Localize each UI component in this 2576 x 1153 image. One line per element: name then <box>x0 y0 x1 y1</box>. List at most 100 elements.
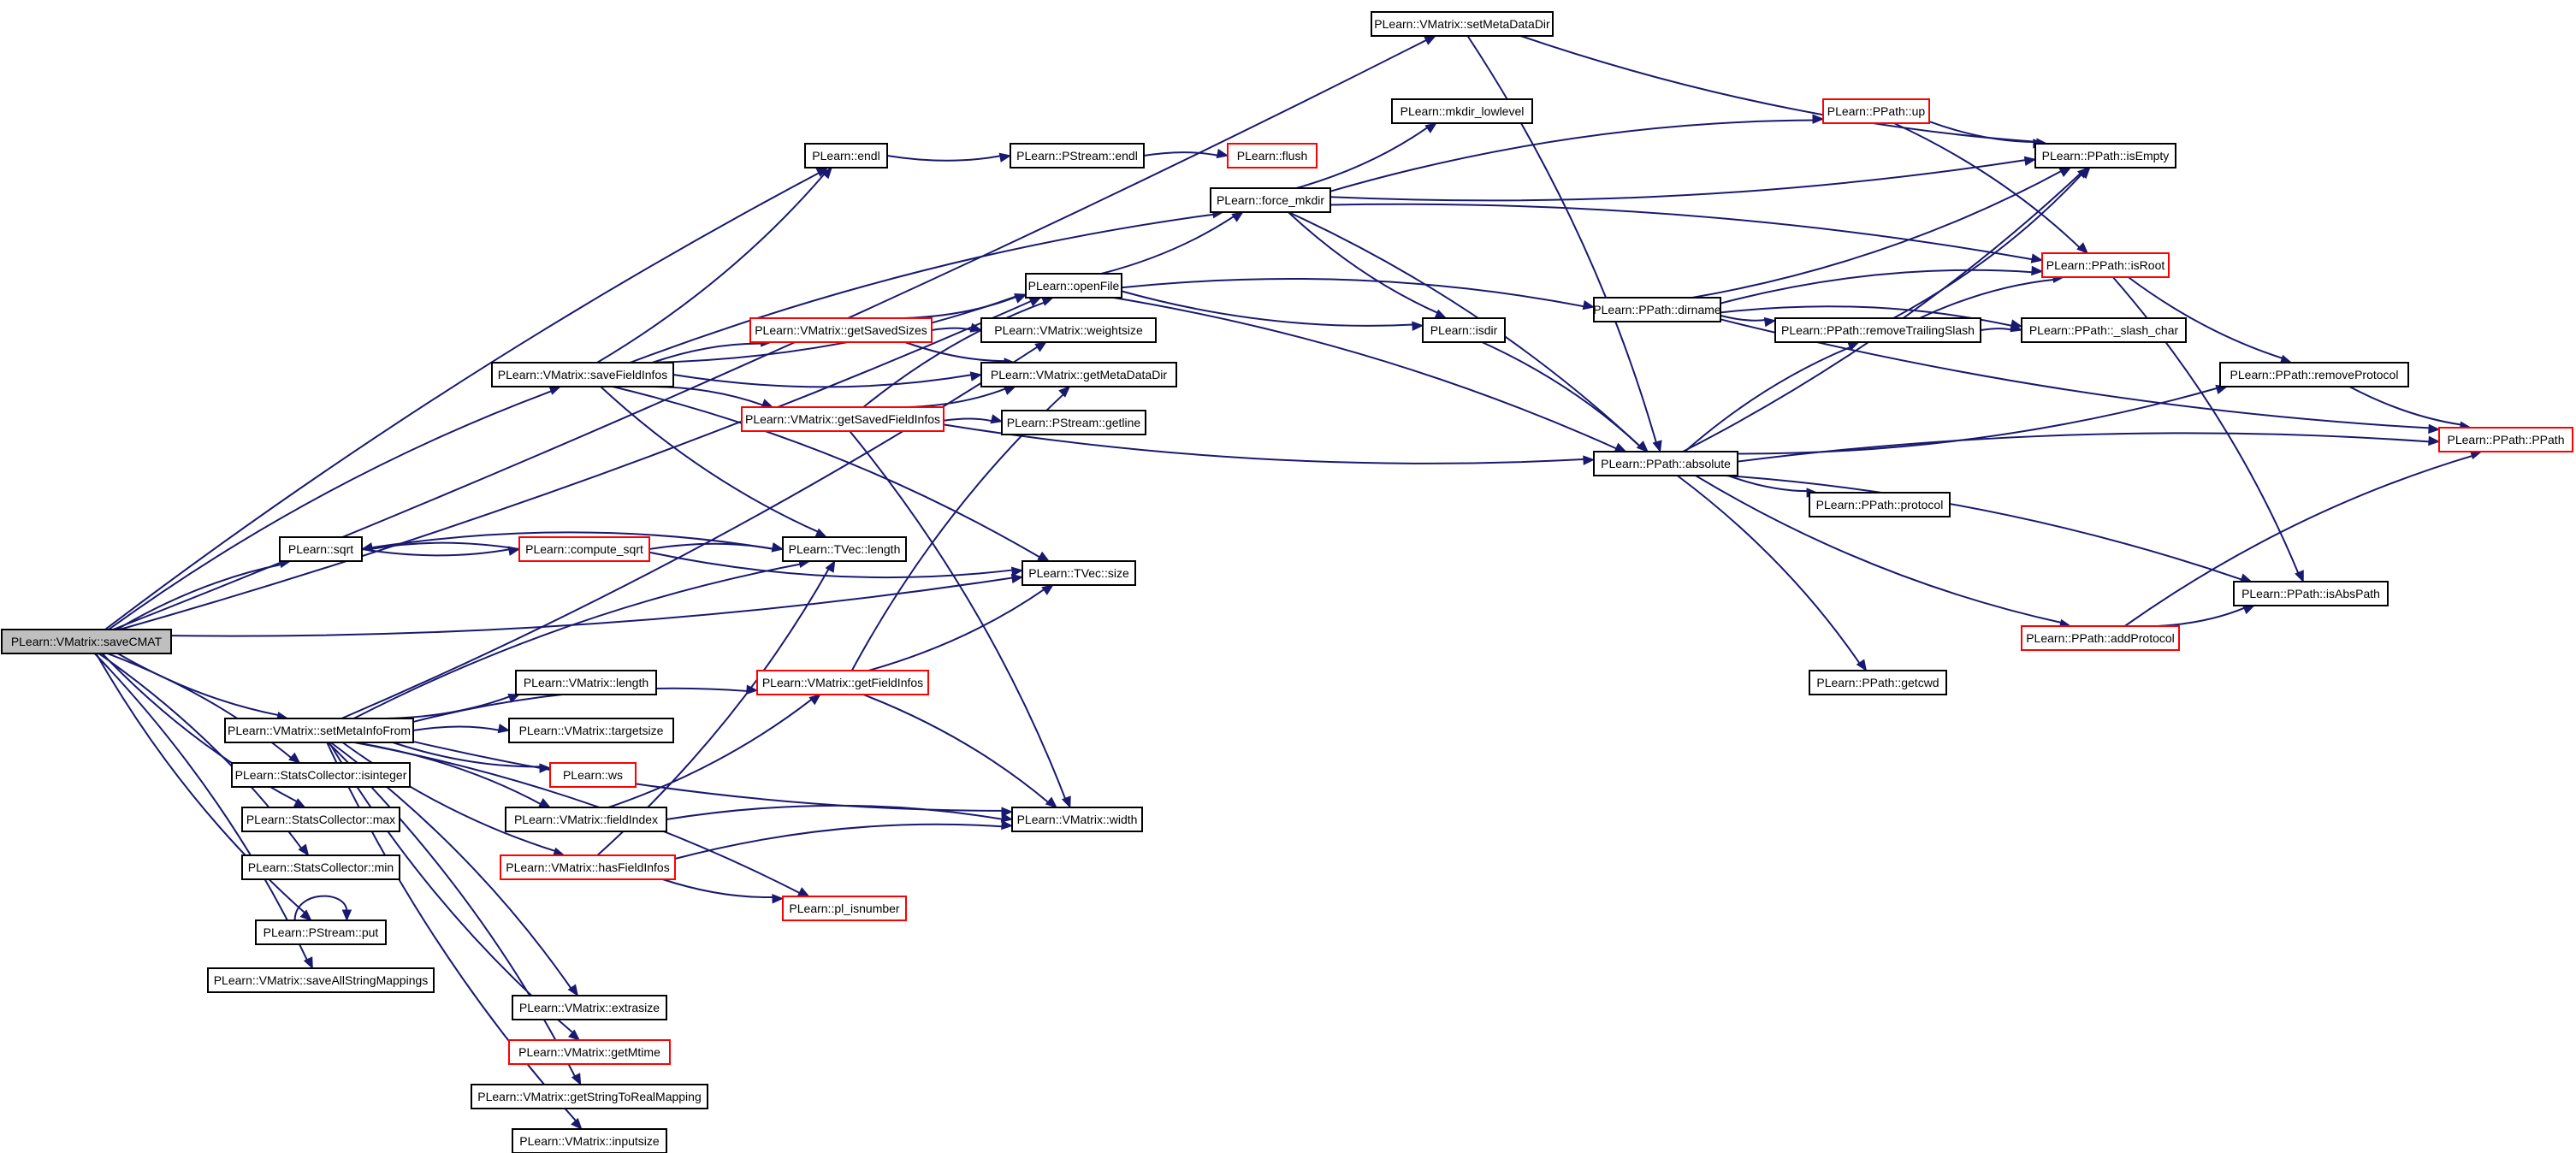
node-ppath[interactable]: PLearn::PPath::PPath <box>2438 427 2573 452</box>
edge-saveCMAT-to-tvec_size <box>170 576 1015 637</box>
node-box <box>508 1039 671 1065</box>
edge-saveFieldInfos-to-getSavedFieldInfos <box>652 386 765 407</box>
node-weightsize[interactable]: PLearn::VMatrix::weightsize <box>980 317 1157 343</box>
edge-absolute-to-addProtocol <box>1695 475 2064 624</box>
node-box <box>741 406 945 432</box>
node-label: PLearn::PPath::removeTrailingSlash <box>1781 323 1975 337</box>
node-up[interactable]: PLearn::PPath::up <box>1822 98 1930 124</box>
edge-openFile-to-dirname <box>1121 278 1586 308</box>
arrowhead-setMetaInfoFrom-to-targetsize <box>497 723 511 734</box>
node-hasFieldInfos[interactable]: PLearn::VMatrix::hasFieldInfos <box>500 854 676 880</box>
edge-saveCMAT-to-setMetaInfoFrom <box>117 653 281 717</box>
arrowhead-setMetaInfoFrom-to-getStringToRealMapping <box>571 1073 582 1086</box>
node-box <box>1010 143 1145 169</box>
edge-fieldIndex-to-getFieldInfos <box>607 697 814 808</box>
node-flush[interactable]: PLearn::flush <box>1227 143 1318 169</box>
node-extrasize[interactable]: PLearn::VMatrix::extrasize <box>512 995 667 1020</box>
arrowhead-setMetaInfoFrom-to-pl_isnumber <box>796 887 810 897</box>
node-getSavedSizes[interactable]: PLearn::VMatrix::getSavedSizes <box>749 317 933 343</box>
node-label: PLearn::VMatrix::saveFieldInfos <box>498 368 667 381</box>
node-sc_min[interactable]: PLearn::StatsCollector::min <box>241 854 400 880</box>
node-addProtocol[interactable]: PLearn::PPath::addProtocol <box>2021 625 2180 651</box>
node-box <box>782 536 907 562</box>
node-setMetaDataDir[interactable]: PLearn::VMatrix::setMetaDataDir <box>1371 11 1554 37</box>
node-isEmpty[interactable]: PLearn::PPath::isEmpty <box>2034 143 2176 169</box>
node-force_mkdir[interactable]: PLearn::force_mkdir <box>1210 187 1331 213</box>
node-box <box>756 670 929 695</box>
node-box <box>515 670 657 695</box>
node-targetsize[interactable]: PLearn::VMatrix::targetsize <box>508 718 674 743</box>
edge-setMetaInfoFrom-to-pl_isnumber <box>354 742 802 895</box>
node-label: PLearn::VMatrix::setMetaDataDir <box>1374 17 1550 31</box>
node-getMtime[interactable]: PLearn::VMatrix::getMtime <box>508 1039 671 1065</box>
node-box <box>1001 410 1146 435</box>
node-label: PLearn::PPath::isEmpty <box>2042 149 2170 163</box>
node-saveAllStringMappings[interactable]: PLearn::VMatrix::saveAllStringMappings <box>207 967 435 993</box>
node-removeTrailingSlash[interactable]: PLearn::PPath::removeTrailingSlash <box>1774 317 1981 343</box>
node-compute_sqrt[interactable]: PLearn::compute_sqrt <box>518 536 650 562</box>
node-label: PLearn::VMatrix::getSavedSizes <box>755 323 927 337</box>
node-dirname[interactable]: PLearn::PPath::dirname <box>1593 297 1721 322</box>
node-endl[interactable]: PLearn::endl <box>804 143 888 169</box>
arrowhead-force_mkdir-to-mkdir_lowlevel <box>1424 122 1437 133</box>
node-vm_length[interactable]: PLearn::VMatrix::length <box>515 670 657 695</box>
node-label: PLearn::StatsCollector::min <box>248 860 394 874</box>
edge-setMetaInfoFrom-to-vm_length <box>385 695 512 719</box>
edge-absolute-to-removeProtocol <box>1737 387 2219 455</box>
edge-addProtocol-to-isAbsPath <box>2157 606 2247 627</box>
node-protocol[interactable]: PLearn::PPath::protocol <box>1809 492 1951 517</box>
node-sc_max[interactable]: PLearn::StatsCollector::max <box>241 807 400 832</box>
node-label: PLearn::VMatrix::getStringToRealMapping <box>477 1090 701 1103</box>
node-isinteger[interactable]: PLearn::StatsCollector::isinteger <box>231 762 411 788</box>
node-sqrt[interactable]: PLearn::sqrt <box>279 536 363 562</box>
node-inputsize[interactable]: PLearn::VMatrix::inputsize <box>512 1128 667 1153</box>
node-getFieldInfos[interactable]: PLearn::VMatrix::getFieldInfos <box>756 670 929 695</box>
node-label: PLearn::openFile <box>1028 279 1120 293</box>
node-setMetaInfoFrom[interactable]: PLearn::VMatrix::setMetaInfoFrom <box>224 718 414 743</box>
node-getMetaDataDir[interactable]: PLearn::VMatrix::getMetaDataDir <box>980 362 1177 387</box>
node-isdir[interactable]: PLearn::isdir <box>1422 317 1506 343</box>
node-box <box>980 317 1157 343</box>
node-label: PLearn::PPath::up <box>1827 104 1926 118</box>
edge-removeProtocol-to-ppath <box>2348 386 2463 426</box>
node-isAbsPath[interactable]: PLearn::PPath::isAbsPath <box>2233 581 2389 606</box>
node-tvec_size[interactable]: PLearn::TVec::size <box>1022 560 1136 586</box>
node-getcwd[interactable]: PLearn::PPath::getcwd <box>1809 670 1947 695</box>
node-absolute[interactable]: PLearn::PPath::absolute <box>1593 451 1738 476</box>
arrowhead-saveCMAT-to-saveAllStringMappings <box>303 956 313 970</box>
node-saveCMAT[interactable]: PLearn::VMatrix::saveCMAT <box>1 629 172 654</box>
arrowhead-compute_sqrt-to-sqrt <box>360 542 374 553</box>
edge-getFieldInfos-to-tvec_size <box>868 588 1046 671</box>
node-tvec_length[interactable]: PLearn::TVec::length <box>782 536 907 562</box>
node-getSavedFieldInfos[interactable]: PLearn::VMatrix::getSavedFieldInfos <box>741 406 945 432</box>
node-pl_isnumber[interactable]: PLearn::pl_isnumber <box>782 896 907 921</box>
edge-hasFieldInfos-to-pl_isnumber <box>662 878 775 898</box>
arrowhead-saveCMAT-to-sc_min <box>298 843 310 857</box>
node-isRoot[interactable]: PLearn::PPath::isRoot <box>2041 252 2170 278</box>
node-ws[interactable]: PLearn::ws <box>549 762 637 788</box>
arrowhead-getSavedFieldInfos-to-getMetaDataDir <box>1003 386 1016 395</box>
node-getStringToRealMapping[interactable]: PLearn::VMatrix::getStringToRealMapping <box>471 1084 708 1109</box>
node-saveFieldInfos[interactable]: PLearn::VMatrix::saveFieldInfos <box>491 362 674 387</box>
node-label: PLearn::PPath::isRoot <box>2046 258 2165 272</box>
node-pstream_endl[interactable]: PLearn::PStream::endl <box>1010 143 1145 169</box>
node-openFile[interactable]: PLearn::openFile <box>1025 273 1122 299</box>
edge-setMetaInfoFrom-to-targetsize <box>412 725 501 731</box>
node-width[interactable]: PLearn::VMatrix::width <box>1011 807 1143 832</box>
node-slash_char[interactable]: PLearn::PPath::_slash_char <box>2021 317 2187 343</box>
arrowhead-setMetaInfoFrom-to-extrasize <box>567 984 579 997</box>
node-label: PLearn::VMatrix::fieldIndex <box>514 813 658 826</box>
edge-removeTrailingSlash-to-isEmpty <box>1892 172 2084 319</box>
node-fieldIndex[interactable]: PLearn::VMatrix::fieldIndex <box>505 807 667 832</box>
arrowhead-compute_sqrt-to-tvec_size <box>1010 566 1024 576</box>
node-removeProtocol[interactable]: PLearn::PPath::removeProtocol <box>2219 362 2409 387</box>
node-mkdir_lowlevel[interactable]: PLearn::mkdir_lowlevel <box>1391 98 1533 124</box>
edge-saveFieldInfos-to-force_mkdir <box>629 213 1216 364</box>
node-put[interactable]: PLearn::PStream::put <box>255 919 387 945</box>
edge-saveFieldInfos-to-endl <box>596 172 826 364</box>
node-getline[interactable]: PLearn::PStream::getline <box>1001 410 1146 435</box>
node-box <box>2438 427 2573 452</box>
edge-removeTrailingSlash-to-slash_char <box>1980 328 2014 331</box>
arrowhead-getFieldInfos-to-tvec_size <box>1041 584 1054 595</box>
node-label: PLearn::TVec::length <box>789 542 901 556</box>
